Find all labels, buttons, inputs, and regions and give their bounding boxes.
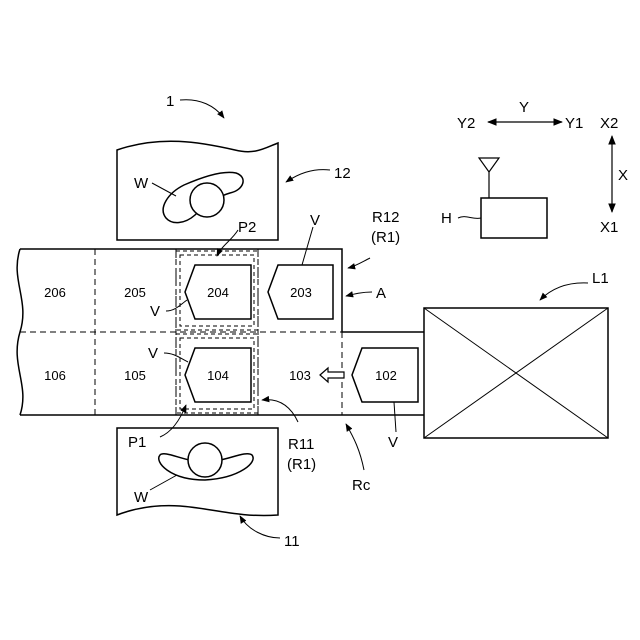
- cell-105: 105: [124, 368, 146, 383]
- robot-11-leader: [240, 516, 280, 538]
- cell-106: 106: [44, 368, 66, 383]
- cell-104: 104: [207, 368, 229, 383]
- label-workpiece-upper: W: [134, 175, 149, 192]
- v203-leader: [302, 227, 313, 265]
- label-v102: V: [388, 434, 398, 451]
- system-leader: [180, 100, 224, 118]
- label-workpiece-lower: W: [134, 489, 149, 506]
- label-l1: L1: [592, 270, 609, 287]
- workpiece-lower-leader: [150, 475, 177, 490]
- antenna-icon: [479, 158, 499, 172]
- p1-leader: [160, 405, 186, 437]
- label-system: 1: [166, 93, 174, 110]
- loading-unit-l1: [424, 283, 608, 438]
- l1-leader: [540, 283, 588, 300]
- label-y: Y: [519, 99, 529, 116]
- label-v203: V: [310, 212, 320, 229]
- label-x2: X2: [600, 115, 618, 132]
- label-v204: V: [150, 303, 160, 320]
- rc-leader: [346, 424, 364, 470]
- movement-arrow: [320, 368, 344, 382]
- robot-12-leader: [286, 170, 330, 182]
- label-x: X: [618, 167, 628, 184]
- robot-12: [117, 141, 330, 240]
- label-r11: R11: [288, 436, 314, 453]
- label-x1: X1: [600, 219, 618, 236]
- cell-206: 206: [44, 285, 66, 300]
- cell-204: 204: [207, 285, 229, 300]
- label-rc: Rc: [352, 477, 371, 494]
- cell-203: 203: [290, 285, 312, 300]
- workpiece-lower-hub: [188, 443, 222, 477]
- label-p1: P1: [128, 434, 146, 451]
- workpiece-upper-leader: [152, 183, 176, 196]
- cell-205: 205: [124, 285, 146, 300]
- host-h: [458, 158, 547, 238]
- r12-leader: [348, 258, 370, 268]
- cell-102: 102: [375, 368, 397, 383]
- label-r12: R12: [372, 209, 400, 226]
- label-y1: Y1: [565, 115, 583, 132]
- r11-leader: [262, 400, 298, 422]
- label-v104: V: [148, 345, 158, 362]
- workpiece-upper-hub: [190, 183, 224, 217]
- a-leader: [346, 292, 372, 296]
- label-y2: Y2: [457, 115, 475, 132]
- label-p2: P2: [238, 219, 256, 236]
- cell-103: 103: [289, 368, 311, 383]
- label-host: H: [441, 210, 452, 227]
- label-robot-11: 11: [284, 533, 300, 550]
- v102-leader: [394, 402, 396, 432]
- host-leader: [458, 217, 481, 219]
- label-robot-12: 12: [334, 165, 351, 182]
- label-r12-paren: (R1): [371, 229, 400, 246]
- p2-leader: [217, 230, 238, 256]
- label-area: A: [376, 285, 386, 302]
- label-r11-paren: (R1): [287, 456, 316, 473]
